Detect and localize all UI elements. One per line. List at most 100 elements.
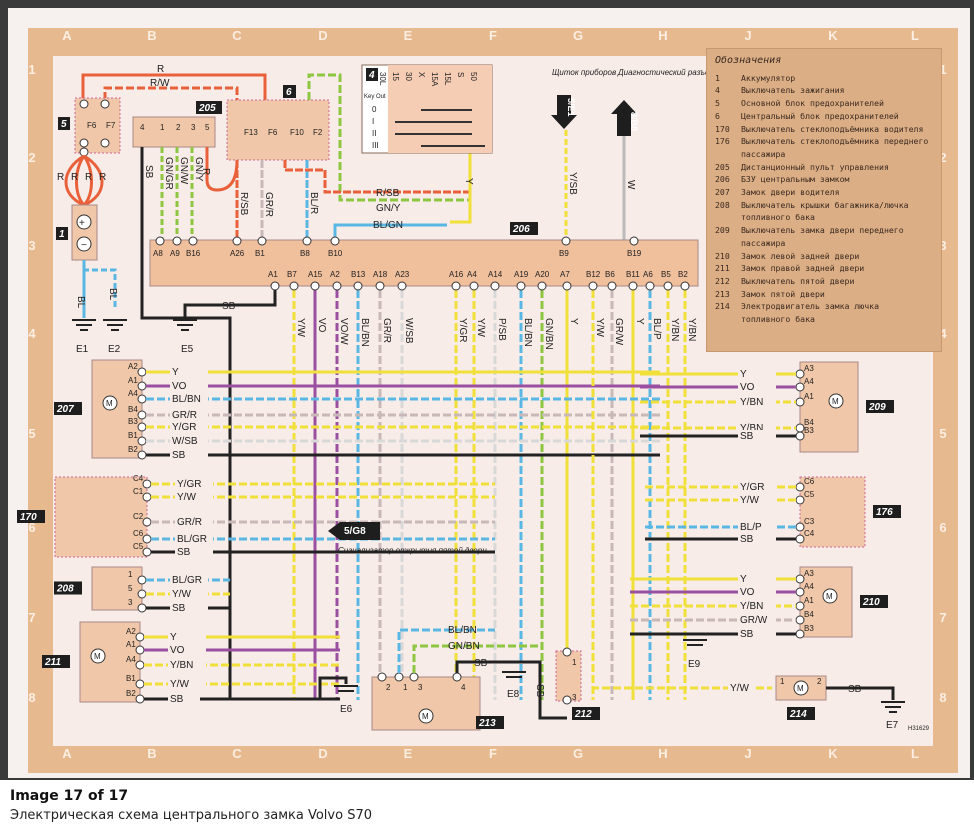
wire-label-bg	[738, 422, 776, 433]
grid-row-2: 2	[28, 150, 36, 165]
svg-text:1: 1	[59, 229, 65, 240]
ecu-bottom-pin-label: A16	[449, 270, 464, 279]
grid-col-d: D	[318, 28, 328, 43]
component-badge-176: 176	[873, 505, 901, 518]
wire-label-bg	[170, 602, 208, 613]
wire-label-bl-r: BL/R	[308, 192, 319, 214]
ecu-pin-terminal	[490, 281, 500, 291]
motor-icon	[822, 588, 838, 604]
svg-text:213: 213	[478, 718, 496, 729]
motor-icon	[102, 395, 118, 411]
legend-item-text: Выключатель стеклоподъёмника переднего п…	[741, 136, 929, 159]
wire-label-vertical: BL/BN	[522, 318, 533, 347]
wire-label-vertical: Y/BN	[669, 318, 680, 341]
wire-label-bl-gn: BL/GN	[373, 220, 403, 231]
component-badge-1: 1	[56, 227, 68, 240]
wire-label: SB	[170, 694, 184, 705]
component-badge-208: 208	[54, 581, 82, 595]
connector-pin	[142, 534, 152, 544]
grid-row-7-right: 7	[939, 610, 947, 625]
component-door_211	[79, 621, 141, 703]
wire-label-bl: BL	[75, 296, 86, 309]
component-badge-209: 209	[866, 400, 894, 413]
ecu-pin-terminal	[588, 281, 598, 291]
pin-label: B1	[128, 431, 138, 440]
pin-label: B2	[128, 445, 138, 454]
connector-pin	[135, 679, 145, 689]
wire-label-batt-r: R	[85, 172, 92, 183]
connector-pin	[795, 431, 805, 441]
wire-label: Y/BN	[170, 660, 193, 671]
wire-label-bg	[738, 614, 776, 625]
connector-pin	[795, 587, 805, 597]
wire-label-bg	[738, 381, 776, 392]
grid-row-1: 1	[28, 62, 36, 77]
tailgate-label: Сигнализатор открытия пятой двери	[338, 546, 487, 555]
pin-label: A1	[128, 376, 138, 385]
wire-label-r-sb: R/SB	[238, 192, 249, 216]
component-badge-4: 4	[366, 68, 378, 81]
ecu-pin-terminal	[332, 281, 342, 291]
wire-label-batt-r: R	[71, 172, 78, 183]
fuse-terminal	[100, 99, 110, 109]
connector-pin	[795, 629, 805, 639]
ecu-bottom-pin-label: A18	[373, 270, 388, 279]
motor-icon	[828, 393, 844, 409]
ignition-pos-ii: II	[372, 129, 376, 138]
wire-label: GR/R	[177, 517, 202, 528]
ignition-col-x: X	[417, 72, 426, 78]
wire-label: BL/GR	[177, 534, 207, 545]
ecu-pin-terminal	[289, 281, 299, 291]
wire-label: SB	[172, 450, 186, 461]
wire-label-r-205: R	[200, 168, 211, 175]
wire-label-vertical: W/SB	[403, 318, 414, 344]
wire-label-vertical: BL/BN	[359, 318, 370, 347]
battery-minus-sign: −	[81, 240, 87, 251]
wire-bl-battery	[82, 260, 117, 310]
motor-icon	[793, 680, 809, 696]
wire-label-vertical: Y/W	[594, 318, 605, 337]
connector-pin	[562, 647, 572, 657]
grid-row-3-right: 3	[939, 238, 947, 253]
wire-label: BL/BN	[172, 394, 201, 405]
component-badge-211: 211	[42, 655, 70, 668]
motor-label: M	[94, 652, 101, 661]
connector-pin	[135, 632, 145, 642]
legend-item-number: 211	[715, 263, 730, 274]
wire-label-bg	[175, 478, 213, 489]
wire-label-vertical: Y/GR	[457, 318, 468, 342]
grid-row-1-right: 1	[939, 62, 947, 77]
legend-item-number: 206	[715, 174, 730, 185]
ecu-bottom-pin-label: A14	[488, 270, 503, 279]
svg-text:176: 176	[876, 507, 893, 518]
grid-row-4-right: 4	[939, 326, 947, 341]
wire-label: Y/GR	[177, 479, 201, 490]
wire-label-bg	[175, 533, 213, 544]
wire-label-rw: R/W	[150, 78, 170, 89]
wire-label: Y/GR	[172, 422, 196, 433]
wire-sb-e7	[826, 686, 895, 700]
grid-col-c-bottom: C	[232, 746, 242, 761]
image-caption: Image 17 of 17 Электрическая схема центр…	[10, 788, 372, 823]
ignition-col-50: 50	[469, 72, 478, 81]
wire-label-vertical: GR/W	[613, 318, 624, 346]
ecu-top-pin-label: B9	[559, 249, 569, 258]
motor-label: M	[797, 684, 804, 693]
wire-label-gn-w: GN/W	[178, 157, 189, 185]
wire-label-vertical: VO	[316, 318, 327, 333]
pin-label: C6	[804, 477, 815, 486]
ecu-top-pin-label: A9	[170, 249, 180, 258]
ignition-col-15: 15	[391, 72, 400, 81]
wire-label-vertical: Y/W	[475, 318, 486, 337]
wire-label: Y/BN	[740, 423, 763, 434]
wire-bl-bn-213	[397, 628, 495, 673]
grid-col-l-bottom: L	[911, 746, 919, 761]
pin-label: B1	[126, 674, 136, 683]
grid-col-c: C	[232, 28, 242, 43]
